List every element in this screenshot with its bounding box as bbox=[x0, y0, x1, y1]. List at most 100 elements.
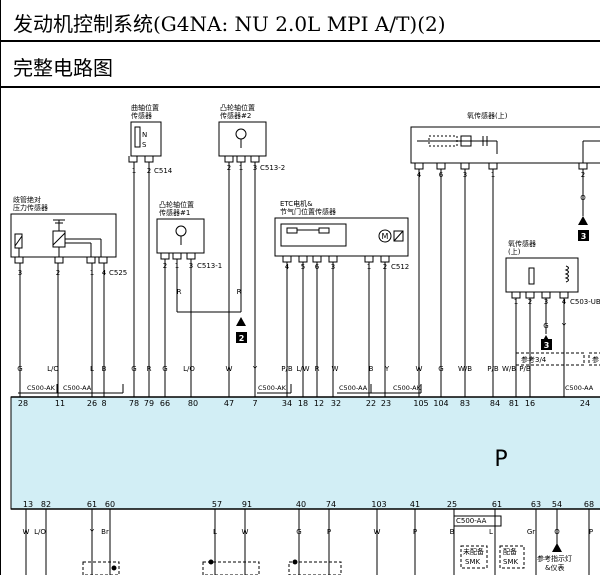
o2side-label-2: (上) bbox=[508, 247, 521, 256]
o2-upper-box bbox=[410, 126, 600, 164]
c500aa-note: C500-AA bbox=[456, 517, 487, 525]
o2side-pin-1: 2 bbox=[528, 298, 532, 306]
wire-color-upper-6: G bbox=[162, 365, 167, 373]
ecm-pin-bottom-10: 25 bbox=[447, 500, 457, 509]
ecm-pin-top-10: 34 bbox=[282, 399, 292, 408]
ecm-label: P bbox=[494, 447, 507, 472]
cmp2-pin-2: 3 bbox=[253, 164, 257, 172]
section-bar: 完整电路图 bbox=[1, 42, 600, 88]
ecm-pin-bottom-0: 13 bbox=[23, 500, 33, 509]
wire-color-upper-12: R bbox=[315, 365, 320, 373]
not-equipped-2: SMK bbox=[465, 558, 480, 566]
wire-color-upper-18: W/B bbox=[458, 365, 472, 373]
cmp1-label-2: 传感器#1 bbox=[159, 208, 190, 217]
ecm-pin-bottom-4: 57 bbox=[212, 500, 222, 509]
wire-color-upper-21: P/B bbox=[519, 365, 531, 373]
wire-color-upper-25: G bbox=[543, 322, 548, 330]
wire-color-lower-6: G bbox=[296, 528, 301, 536]
wire-color-upper-5: R bbox=[147, 365, 152, 373]
ecm-pin-top-11: 18 bbox=[298, 399, 308, 408]
wire-color-upper-13: W bbox=[332, 365, 339, 373]
wire-color-upper-4: G bbox=[131, 365, 136, 373]
wire-color-upper-19: P/B bbox=[487, 365, 499, 373]
o2top-pin-2: 3 bbox=[463, 171, 467, 179]
title-bar: 发动机控制系统(G4NA: NU 2.0L MPI A/T)(2) bbox=[1, 0, 600, 42]
wire-color-upper-11: L/W bbox=[296, 365, 309, 373]
cmp1-connector: C513-1 bbox=[197, 262, 222, 270]
cmp2-pin-0: 2 bbox=[227, 164, 231, 172]
ecm-pin-bottom-14: 68 bbox=[584, 500, 594, 509]
wire-color-upper-22: R bbox=[177, 288, 182, 296]
ecm-pin-top-20: 81 bbox=[509, 399, 519, 408]
wire-color-upper-14: B bbox=[369, 365, 374, 373]
connector-label-4: C500-AK bbox=[393, 384, 422, 392]
cmp2-label-1: 凸轮轴位置 bbox=[220, 103, 255, 112]
wire-color-lower-7: P bbox=[327, 528, 331, 536]
ecm-pin-top-8: 47 bbox=[224, 399, 234, 408]
ecm-pin-top-3: 8 bbox=[101, 399, 106, 408]
ecm-pin-bottom-7: 74 bbox=[326, 500, 336, 509]
o2side-pin-0: 1 bbox=[514, 298, 518, 306]
jump-label-b: 3 bbox=[581, 232, 587, 241]
ecm-pin-top-22: 24 bbox=[580, 399, 590, 408]
section-title: 完整电路图 bbox=[13, 56, 113, 80]
wire-color-lower-0: W bbox=[23, 528, 30, 536]
wire-color-lower-1: L/O bbox=[34, 528, 46, 536]
wire-color-upper-10: P/B bbox=[281, 365, 293, 373]
jump-marker-2 bbox=[236, 332, 247, 343]
connector-label-2: C500-AK bbox=[258, 384, 287, 392]
ecm-pin-bottom-3: 60 bbox=[105, 500, 115, 509]
map-label-2: 压力传感器 bbox=[13, 203, 48, 212]
wire-color-lower-10: B bbox=[450, 528, 455, 536]
jump-label-a: 2 bbox=[239, 334, 245, 343]
refer-note-1: 参考3/4 bbox=[521, 355, 547, 364]
connector-label-3: C500-AA bbox=[339, 384, 368, 392]
not-equipped-1: 未配备 bbox=[463, 547, 484, 556]
jump-label-c: 3 bbox=[544, 341, 550, 350]
ecm-pin-top-0: 28 bbox=[18, 399, 28, 408]
equipped-1: 配备 bbox=[503, 547, 517, 556]
ecm-pin-bottom-11: 61 bbox=[492, 500, 502, 509]
map-connector: C525 bbox=[109, 269, 127, 277]
indicator-2: &仪表 bbox=[545, 563, 564, 572]
map-label-1: 歧管绝对 bbox=[13, 195, 41, 204]
ecm-pin-top-18: 83 bbox=[460, 399, 470, 408]
etc-pin-3: 3 bbox=[331, 263, 335, 271]
wire-color-lower-9: P bbox=[413, 528, 417, 536]
ckp-pin-0: 1 bbox=[132, 167, 136, 175]
wire-color-upper-16: W bbox=[416, 365, 423, 373]
o2top-pin-4: 2 bbox=[581, 171, 585, 179]
wire-color-lower-13: O bbox=[554, 528, 560, 536]
wire-color-lower-14: P bbox=[589, 528, 593, 536]
cmp2-sensor-box bbox=[218, 121, 267, 157]
ckp-pin-1: 2 bbox=[147, 167, 151, 175]
etc-pin-4: 1 bbox=[367, 263, 371, 271]
wire-color-lower-12: Gr bbox=[527, 528, 535, 536]
wire-color-lower-2: Y bbox=[89, 528, 95, 536]
wire-color-lower-8: W bbox=[374, 528, 381, 536]
ecm-pin-top-16: 105 bbox=[413, 399, 428, 408]
wire-color-upper-9: Y bbox=[252, 365, 258, 373]
cmp2-label-2: 传感器#2 bbox=[220, 111, 251, 120]
ecm-box bbox=[10, 396, 600, 510]
ecm-pin-bottom-12: 63 bbox=[531, 500, 541, 509]
ecm-pin-top-5: 79 bbox=[144, 399, 154, 408]
wire-color-lower-11: L bbox=[489, 528, 493, 536]
etc-box bbox=[274, 217, 409, 257]
ecm-pin-top-2: 26 bbox=[87, 399, 97, 408]
map-pin-2: 1 bbox=[90, 269, 94, 277]
etc-motor: M bbox=[382, 232, 389, 241]
wire-color-upper-2: L bbox=[90, 365, 94, 373]
etc-connector: C512 bbox=[391, 263, 409, 271]
ecm-pin-top-15: 23 bbox=[381, 399, 391, 408]
ecm-pin-top-6: 66 bbox=[160, 399, 170, 408]
o2side-label-1: 氧传感器 bbox=[508, 239, 536, 248]
ecm-pin-bottom-1: 82 bbox=[41, 500, 51, 509]
wire-color-upper-15: Y bbox=[384, 365, 390, 373]
connector-label-0: C500-AK bbox=[27, 384, 56, 392]
jump-marker-3a bbox=[578, 230, 589, 241]
o2top-pin-0: 4 bbox=[417, 171, 422, 179]
cmp1-pin-2: 3 bbox=[189, 262, 193, 270]
ckp-label-2: 传感器 bbox=[131, 111, 152, 120]
